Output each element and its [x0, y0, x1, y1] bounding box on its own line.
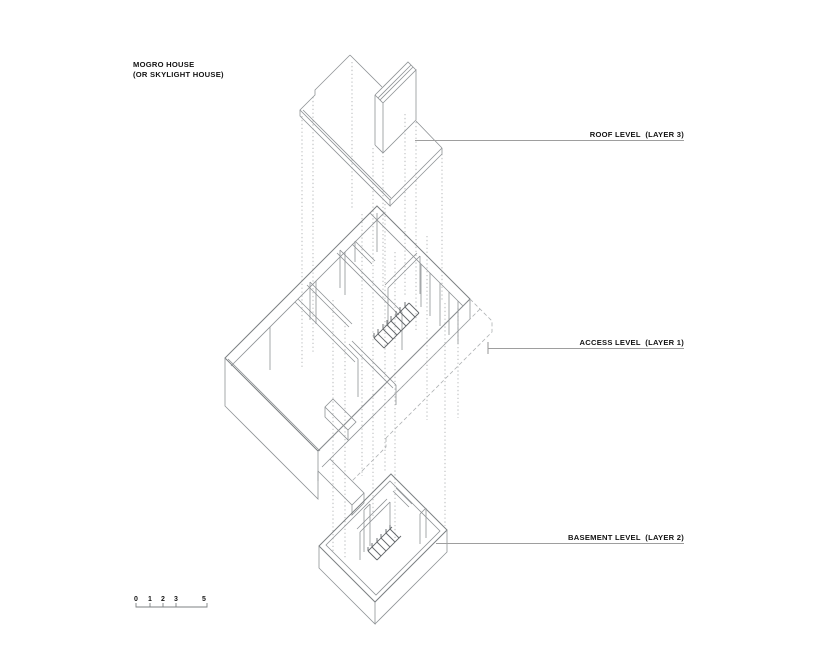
stair-rails [373, 302, 420, 349]
drawing-title-line2: (OR SKYLIGHT HOUSE) [133, 70, 224, 79]
scale-number-2: 2 [161, 596, 165, 603]
basement-plinth [318, 530, 448, 625]
basement-interior-partitions [356, 487, 427, 560]
scale-bar-line [135, 603, 208, 608]
level-labels: ROOF LEVEL (LAYER 3) ACCESS LEVEL (LAYER… [568, 130, 684, 542]
skylight-box [374, 61, 417, 154]
stair-rails [367, 526, 402, 561]
roof-level-drawing [299, 54, 443, 207]
basement-wall-outline [318, 473, 448, 603]
projection-lines [301, 62, 459, 558]
access-slab-front-right-band [319, 299, 471, 468]
roof-slab-outline [299, 54, 443, 201]
roof-slab-thickness [299, 109, 443, 207]
leader-lines [415, 139, 684, 545]
basement-wall-inner-outline [325, 480, 441, 596]
skylight-top-layers [374, 61, 417, 101]
roof-level-label: ROOF LEVEL (LAYER 3) [590, 130, 685, 139]
drawing-title-line1: MOGRO HOUSE [133, 60, 194, 69]
stair-risers [373, 302, 406, 338]
stair-treads [367, 528, 400, 561]
projection-line-set [301, 62, 459, 558]
stair-treads [373, 302, 420, 349]
stair-risers [367, 525, 391, 551]
scale-number-1: 1 [148, 596, 152, 603]
basement-level-drawing [318, 473, 448, 625]
access-wall-verticals [269, 213, 459, 370]
skylight-front-face [382, 69, 417, 154]
staircase-basement [367, 525, 402, 561]
title-block: MOGRO HOUSE (OR SKYLIGHT HOUSE) [133, 60, 224, 79]
access-floor-outline [224, 205, 471, 452]
access-hidden-wing-edges [351, 298, 493, 482]
staircase-access [373, 302, 420, 349]
access-interior-partitions [294, 240, 421, 405]
access-level-label: ACCESS LEVEL (LAYER 1) [580, 338, 685, 347]
scale-number-0: 0 [134, 596, 138, 603]
basement-level-label: BASEMENT LEVEL (LAYER 2) [568, 533, 684, 542]
scale-bar: 0 1 2 3 5 [134, 596, 208, 608]
access-floor-opening [324, 398, 357, 441]
access-slab-front-left-face [224, 358, 321, 500]
skylight-end-face [374, 94, 384, 154]
scale-number-5: 5 [202, 596, 206, 603]
scale-number-3: 3 [174, 596, 178, 603]
access-bottom-step [317, 458, 365, 516]
leader-line-access [487, 342, 684, 354]
access-level-drawing [224, 205, 493, 516]
